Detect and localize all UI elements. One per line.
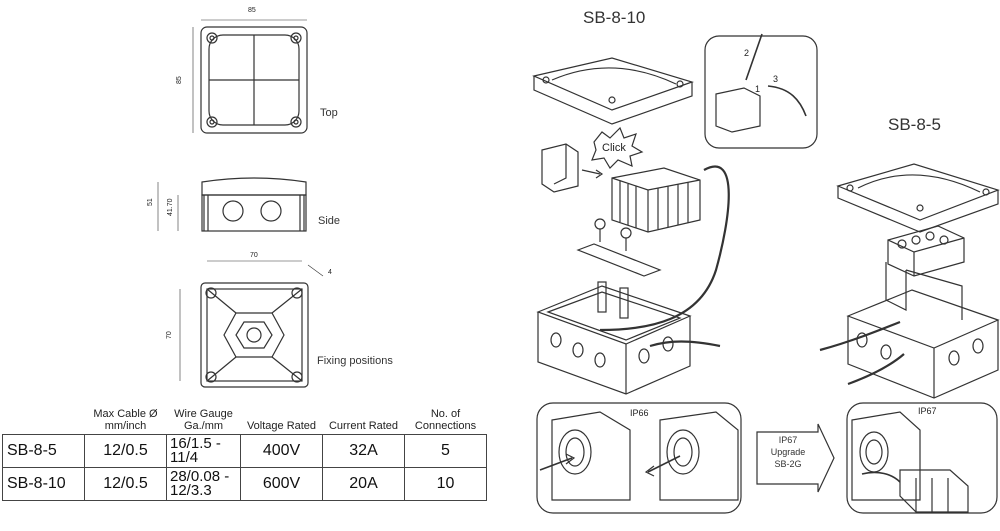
spec-table-header-row: Max Cable Ø mm/inch Wire Gauge Ga./mm Vo… — [3, 408, 487, 435]
sb-8-10-exploded-drawing — [532, 33, 818, 395]
spec-header-model — [3, 408, 85, 435]
side-inner-dim: 41.70 — [167, 198, 174, 216]
table-cell: 5 — [404, 434, 487, 468]
upgrade-arrow-text: IP67 Upgrade SB-2G — [770, 435, 806, 469]
sb-8-10-title: SB-8-10 — [583, 8, 646, 27]
table-cell: 400V — [240, 434, 323, 468]
side-view-drawing — [157, 177, 307, 232]
step-3-label: 3 — [773, 74, 778, 84]
fixing-height-dim: 70 — [166, 331, 173, 339]
sb-8-5-title: SB-8-5 — [888, 115, 941, 134]
spec-table: Max Cable Ø mm/inch Wire Gauge Ga./mm Vo… — [2, 408, 487, 501]
table-cell: 12/0.5 — [84, 467, 167, 501]
table-cell: SB-8-5 — [2, 434, 85, 468]
table-cell: 20A — [322, 467, 405, 501]
top-view-label: Top — [320, 107, 338, 119]
table-cell: 600V — [240, 467, 323, 501]
fixing-width-dim: 70 — [250, 252, 258, 259]
table-cell: 10 — [404, 467, 487, 501]
sb-8-5-exploded-drawing — [819, 163, 1000, 399]
table-cell: 12/0.5 — [84, 434, 167, 468]
side-view-label: Side — [318, 215, 341, 227]
table-cell: 28/0.08 - 12/3.3 — [166, 467, 241, 501]
table-row: SB-8-10 12/0.5 28/0.08 - 12/3.3 600V 20A… — [2, 467, 487, 501]
spec-header-voltage: Voltage Rated — [246, 420, 317, 432]
ip66-panel-drawing — [536, 402, 742, 514]
spec-header-current: Current Rated — [328, 420, 399, 432]
fixing-positions-label: Fixing positions — [317, 355, 393, 367]
top-width-dim: 85 — [248, 7, 256, 14]
table-cell: 32A — [322, 434, 405, 468]
spec-header-max-cable: Max Cable Ø mm/inch — [93, 408, 158, 432]
ip67-label: IP67 — [918, 406, 937, 416]
table-row: SB-8-5 12/0.5 16/1.5 - 11/4 400V 32A 5 — [2, 434, 487, 468]
fixing-view-drawing — [179, 260, 324, 388]
table-cell: 16/1.5 - 11/4 — [166, 434, 241, 468]
spec-header-connections: No. of Connections — [414, 408, 477, 432]
table-cell: SB-8-10 — [2, 467, 85, 501]
top-view-drawing — [192, 19, 308, 134]
fixing-diag-dim: 4 — [328, 269, 332, 276]
spec-header-wire-gauge: Wire Gauge Ga./mm — [174, 408, 233, 432]
ip67-panel-drawing — [846, 402, 998, 514]
side-outer-dim: 51 — [147, 198, 154, 206]
ip66-label: IP66 — [630, 408, 649, 418]
top-height-dim: 85 — [176, 76, 183, 84]
click-label: Click — [602, 142, 626, 154]
upgrade-arrow-shape — [756, 423, 835, 493]
step-2-label: 2 — [744, 48, 749, 58]
step-1-label: 1 — [755, 84, 760, 94]
